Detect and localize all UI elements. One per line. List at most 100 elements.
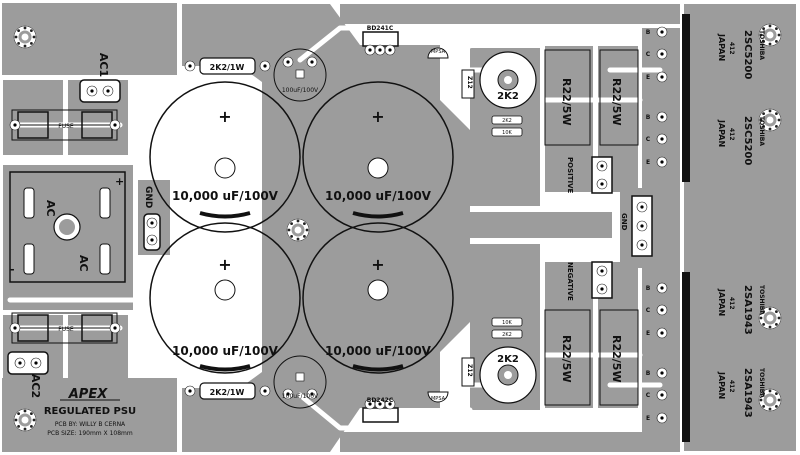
- pin-b3: B: [646, 285, 651, 292]
- power-resistors: R22/5W R22/5W R22/5W R22/5W: [544, 49, 639, 406]
- ac1-connector: AC1: [79, 53, 121, 103]
- pin-c2: C: [646, 136, 651, 143]
- pin-b4: B: [646, 370, 651, 377]
- fuse-top-label: FUSE: [58, 123, 74, 130]
- fuse-bottom-label: FUSE: [58, 326, 74, 333]
- gnd-left-label: GND: [143, 186, 153, 208]
- pot-top-label: 2K2: [497, 91, 519, 102]
- pt2-code: 412: [728, 128, 735, 141]
- bridge-minus: -: [10, 263, 15, 276]
- pin-labels-bottom: B C E B C E: [646, 285, 651, 422]
- r2k2-top-label: 2K2/1W: [210, 63, 245, 72]
- pt4-maker: TOSHIBA: [758, 368, 765, 398]
- pt2-part: 2SC5200: [742, 116, 753, 165]
- pin-e3: E: [646, 330, 650, 337]
- trimmer-pot-bottom: 2K2: [479, 346, 537, 404]
- pt3-maker: TOSHIBA: [758, 285, 765, 315]
- small-r-bottom-1: 10K: [502, 320, 512, 326]
- mpsa-bottom-label: MPSA: [431, 396, 446, 402]
- zener-bottom-label: Z12: [466, 364, 473, 377]
- pin-labels-top: B C E B C E: [646, 29, 651, 166]
- pt2-maker: TOSHIBA: [758, 116, 765, 146]
- capacitor-4: + 10,000 uF/100V: [302, 222, 454, 374]
- zener-top-label: Z12: [466, 76, 473, 89]
- title-block: APEX REGULATED PSU PCB BY: WILLY B CERNA…: [44, 387, 136, 437]
- pot-bottom-label: 2K2: [497, 354, 519, 365]
- pt1-part: 2SC5200: [742, 30, 753, 79]
- pt1-code: 412: [728, 42, 735, 55]
- bridge-ac-bottom: AC: [77, 255, 90, 272]
- pin-b2: B: [646, 114, 651, 121]
- r22-1: R22/5W: [560, 78, 573, 126]
- pt4-code: 412: [728, 380, 735, 393]
- fuse-holder-bottom: FUSE: [9, 312, 121, 344]
- small-cap-top-label: 100uF/100V: [282, 87, 319, 94]
- fuse-holder-top: FUSE: [9, 109, 121, 141]
- driver-bottom-label: BD242C: [367, 397, 394, 404]
- pin-c1: C: [646, 51, 651, 58]
- ac2-label: AC2: [29, 374, 42, 398]
- cap2-value: 10,000 uF/100V: [325, 189, 432, 203]
- r22-2: R22/5W: [610, 78, 623, 126]
- mpsa-bottom: MPSA: [427, 391, 449, 403]
- power-transistor-text: TOSHIBA 2SC5200 412 JAPAN TOSHIBA 2SC520…: [717, 30, 765, 418]
- cap4-plus: +: [371, 255, 384, 274]
- power-transistors-bodies: [656, 14, 690, 442]
- small-r-top-1: 2K2: [502, 118, 512, 124]
- board-size: PCB SIZE: 190mm X 108mm: [47, 430, 133, 437]
- driver-transistor-top: BD241C: [362, 25, 399, 56]
- capacitor-1: + 10,000 uF/100V: [149, 81, 301, 233]
- pin-e1: E: [646, 74, 650, 81]
- r22-3: R22/5W: [560, 335, 573, 383]
- cap4-value: 10,000 uF/100V: [325, 344, 432, 358]
- board-title: REGULATED PSU: [44, 406, 136, 417]
- pin-e4: E: [646, 415, 650, 422]
- bridge-rectifier: AC AC + -: [9, 171, 126, 283]
- small-resistors-bottom: 10K 2K2: [491, 317, 523, 339]
- pt2-origin: JAPAN: [717, 119, 726, 147]
- gnd-right-connector: GND: [620, 195, 653, 257]
- cap3-value: 10,000 uF/100V: [172, 344, 279, 358]
- r22-4: R22/5W: [610, 335, 623, 383]
- small-capacitor-bottom: 100uF/100V: [273, 355, 327, 409]
- driver-top-label: BD241C: [367, 25, 394, 32]
- resistor-2k2-1w-top: 2K2/1W: [184, 57, 271, 75]
- ac2-connector: AC2: [7, 351, 49, 398]
- r2k2-bottom-label: 2K2/1W: [210, 388, 245, 397]
- pin-c4: C: [646, 392, 651, 399]
- capacitor-2: + 10,000 uF/100V: [302, 81, 454, 233]
- board-credit: PCB BY: WILLY B CERNA: [55, 421, 126, 428]
- pt3-origin: JAPAN: [717, 288, 726, 316]
- pt3-part: 2SA1943: [742, 285, 753, 335]
- gnd-left-connector: GND: [143, 186, 161, 251]
- driver-transistor-bottom: BD242C: [362, 397, 399, 423]
- pt4-origin: JAPAN: [717, 371, 726, 399]
- positive-output-connector: POSITIVE: [566, 156, 613, 194]
- pin-e2: E: [646, 159, 650, 166]
- brand-logo: APEX: [68, 387, 108, 402]
- trimmer-pot-top: 2K2: [479, 51, 537, 109]
- bridge-plus: +: [115, 175, 124, 188]
- cap1-plus: +: [218, 107, 231, 126]
- negative-output-connector: NEGATIVE: [566, 261, 613, 301]
- cap3-plus: +: [218, 255, 231, 274]
- small-cap-bottom-label: 100uF/100V: [282, 393, 319, 400]
- capacitor-3: + 10,000 uF/100V: [149, 222, 301, 374]
- negative-label: NEGATIVE: [566, 262, 574, 301]
- ac1-label: AC1: [97, 53, 110, 77]
- pin-c3: C: [646, 307, 651, 314]
- gnd-right-label: GND: [620, 213, 628, 231]
- pt1-maker: TOSHIBA: [758, 30, 765, 60]
- positive-label: POSITIVE: [566, 157, 574, 194]
- small-r-bottom-2: 2K2: [502, 332, 512, 338]
- cap2-plus: +: [371, 107, 384, 126]
- zener-top: Z12: [461, 69, 475, 99]
- pt3-code: 412: [728, 297, 735, 310]
- mpsa-top-label: MPSA: [431, 49, 446, 55]
- small-capacitor-top: 100uF/100V: [273, 48, 327, 102]
- pt4-part: 2SA1943: [742, 368, 753, 418]
- small-r-top-2: 10K: [502, 130, 512, 136]
- pin-b1: B: [646, 29, 651, 36]
- zener-bottom: Z12: [461, 357, 475, 387]
